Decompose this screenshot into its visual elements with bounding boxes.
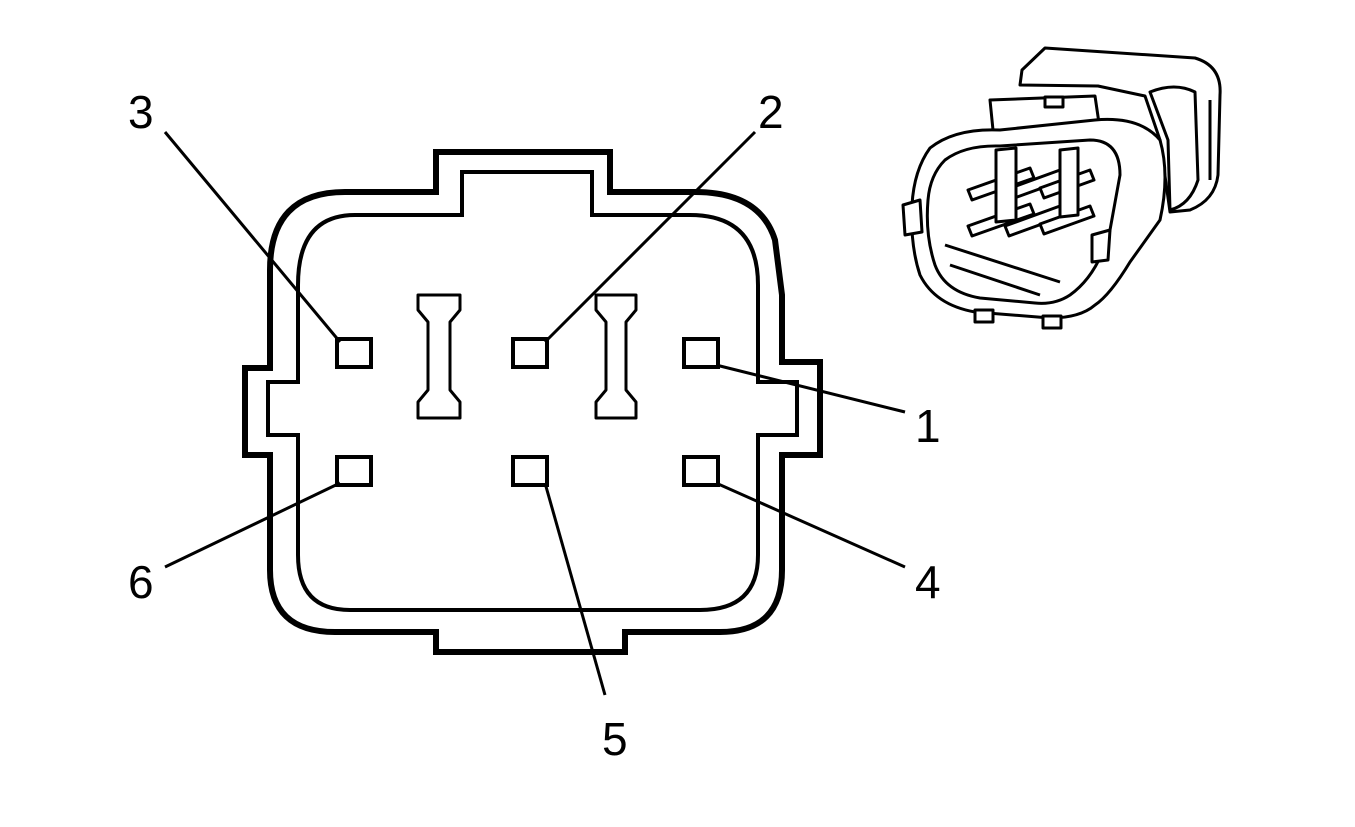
pin-label-3: 3 <box>128 86 154 138</box>
connector-rear-latch <box>1148 85 1200 212</box>
connector-terminals <box>966 146 1096 238</box>
connector-floor-line-1 <box>949 263 1041 297</box>
leader-line-2 <box>543 130 757 344</box>
pin-cavity-4 <box>682 455 720 487</box>
pin-cavity-2 <box>511 337 549 369</box>
pin-label-2: 2 <box>758 86 784 138</box>
pin-cavity-3 <box>335 337 373 369</box>
connector-guide-left <box>901 198 924 237</box>
leader-line-6 <box>164 481 341 569</box>
connector-floor-line-2 <box>944 243 1061 284</box>
pin-cavity-1 <box>682 337 720 369</box>
connector-bottom-tab-left <box>973 308 995 324</box>
pin-label-4: 4 <box>915 556 941 608</box>
connector-lock-slot <box>1043 95 1065 109</box>
key-rib-right <box>594 293 638 420</box>
key-rib-iso-right <box>1058 146 1080 219</box>
leader-line-1 <box>715 363 906 414</box>
key-rib-left <box>416 293 462 420</box>
housing-inner-outline <box>266 170 799 612</box>
connector-guide-right <box>1090 228 1112 264</box>
connector-bottom-tab-right <box>1041 314 1063 330</box>
leader-line-5 <box>543 482 607 696</box>
connector-face <box>163 130 906 696</box>
pin-label-5: 5 <box>602 713 628 765</box>
pin-label-1: 1 <box>915 400 941 452</box>
housing-outer-outline <box>242 149 823 655</box>
pin-label-6: 6 <box>128 556 154 608</box>
pin-cavity-5 <box>511 455 549 487</box>
connector-isometric-illustration <box>901 46 1222 330</box>
pin-cavity-6 <box>335 455 373 487</box>
leader-line-4 <box>715 481 906 569</box>
leader-line-3 <box>163 131 342 343</box>
key-rib-iso-left <box>994 146 1018 224</box>
